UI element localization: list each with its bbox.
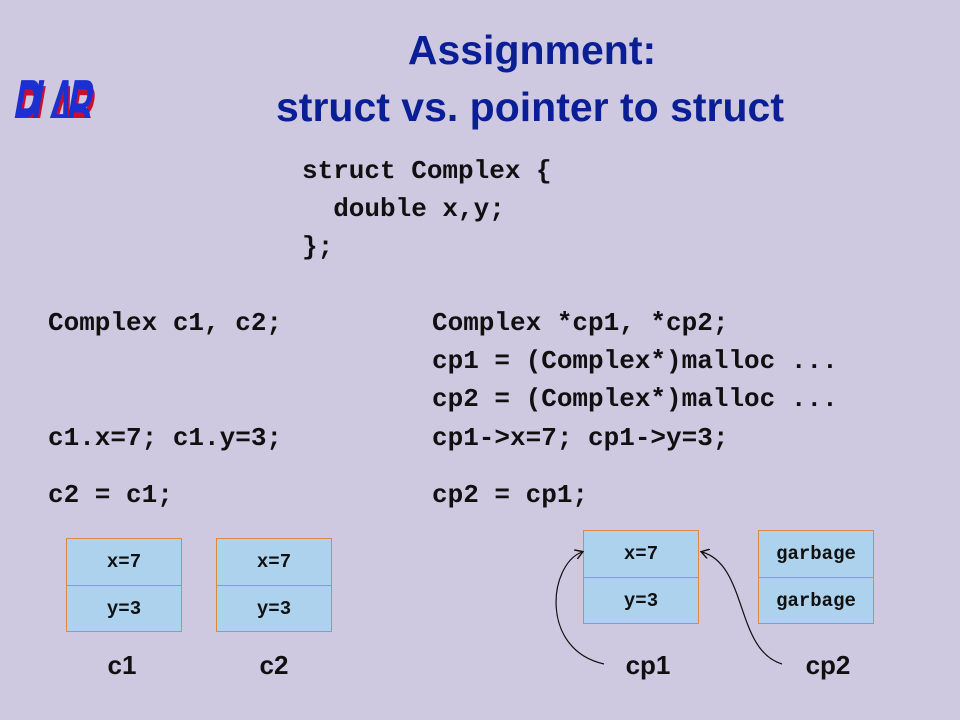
c1-y-cell: y=3 [67, 585, 181, 631]
c2-x-cell: x=7 [256, 551, 292, 573]
c1-label: c1 [107, 650, 137, 680]
cp2-label: cp2 [805, 650, 851, 680]
struct-def-line-3: }; [302, 232, 334, 262]
left-assign-fields: c1.x=7; c1.y=3; [48, 423, 283, 453]
plab-logo-shadow: PLAB [12, 68, 103, 118]
heap-box-2: garbage garbage [758, 530, 874, 624]
right-malloc-2: cp2 = (Complex*)malloc ... [432, 384, 838, 414]
right-copy: cp2 = cp1; [432, 480, 589, 510]
heap1-x-cell: x=7 [623, 543, 659, 565]
cp1-label: cp1 [625, 650, 671, 680]
heap1-y-cell: y=3 [584, 577, 698, 623]
left-copy: c2 = c1; [48, 480, 173, 510]
cp2-arrow [702, 552, 783, 665]
heap-box-1: x=7 y=3 [583, 530, 699, 624]
title-line-1: Assignment: [407, 27, 657, 73]
c1-x-cell: x=7 [106, 551, 142, 573]
c2-box: x=7 y=3 [216, 538, 332, 632]
right-malloc-1: cp1 = (Complex*)malloc ... [432, 346, 838, 376]
struct-def-line-2: double x,y; [302, 194, 505, 224]
c1-box: x=7 y=3 [66, 538, 182, 632]
right-assign-fields: cp1->x=7; cp1->y=3; [432, 423, 729, 453]
plab-logo-text: PLAB [12, 62, 101, 118]
struct-def-line-1: struct Complex { [302, 156, 552, 186]
c2-label: c2 [259, 650, 289, 680]
plab-logo: PLAB PLAB [12, 62, 103, 118]
left-decl: Complex c1, c2; [48, 308, 283, 338]
cp1-arrow [555, 552, 605, 665]
right-decl: Complex *cp1, *cp2; [432, 308, 729, 338]
title-line-2: struct vs. pointer to struct [275, 84, 784, 130]
heap2-bottom-cell: garbage [759, 577, 873, 623]
c2-y-cell: y=3 [217, 585, 331, 631]
heap2-top-cell: garbage [776, 543, 856, 565]
